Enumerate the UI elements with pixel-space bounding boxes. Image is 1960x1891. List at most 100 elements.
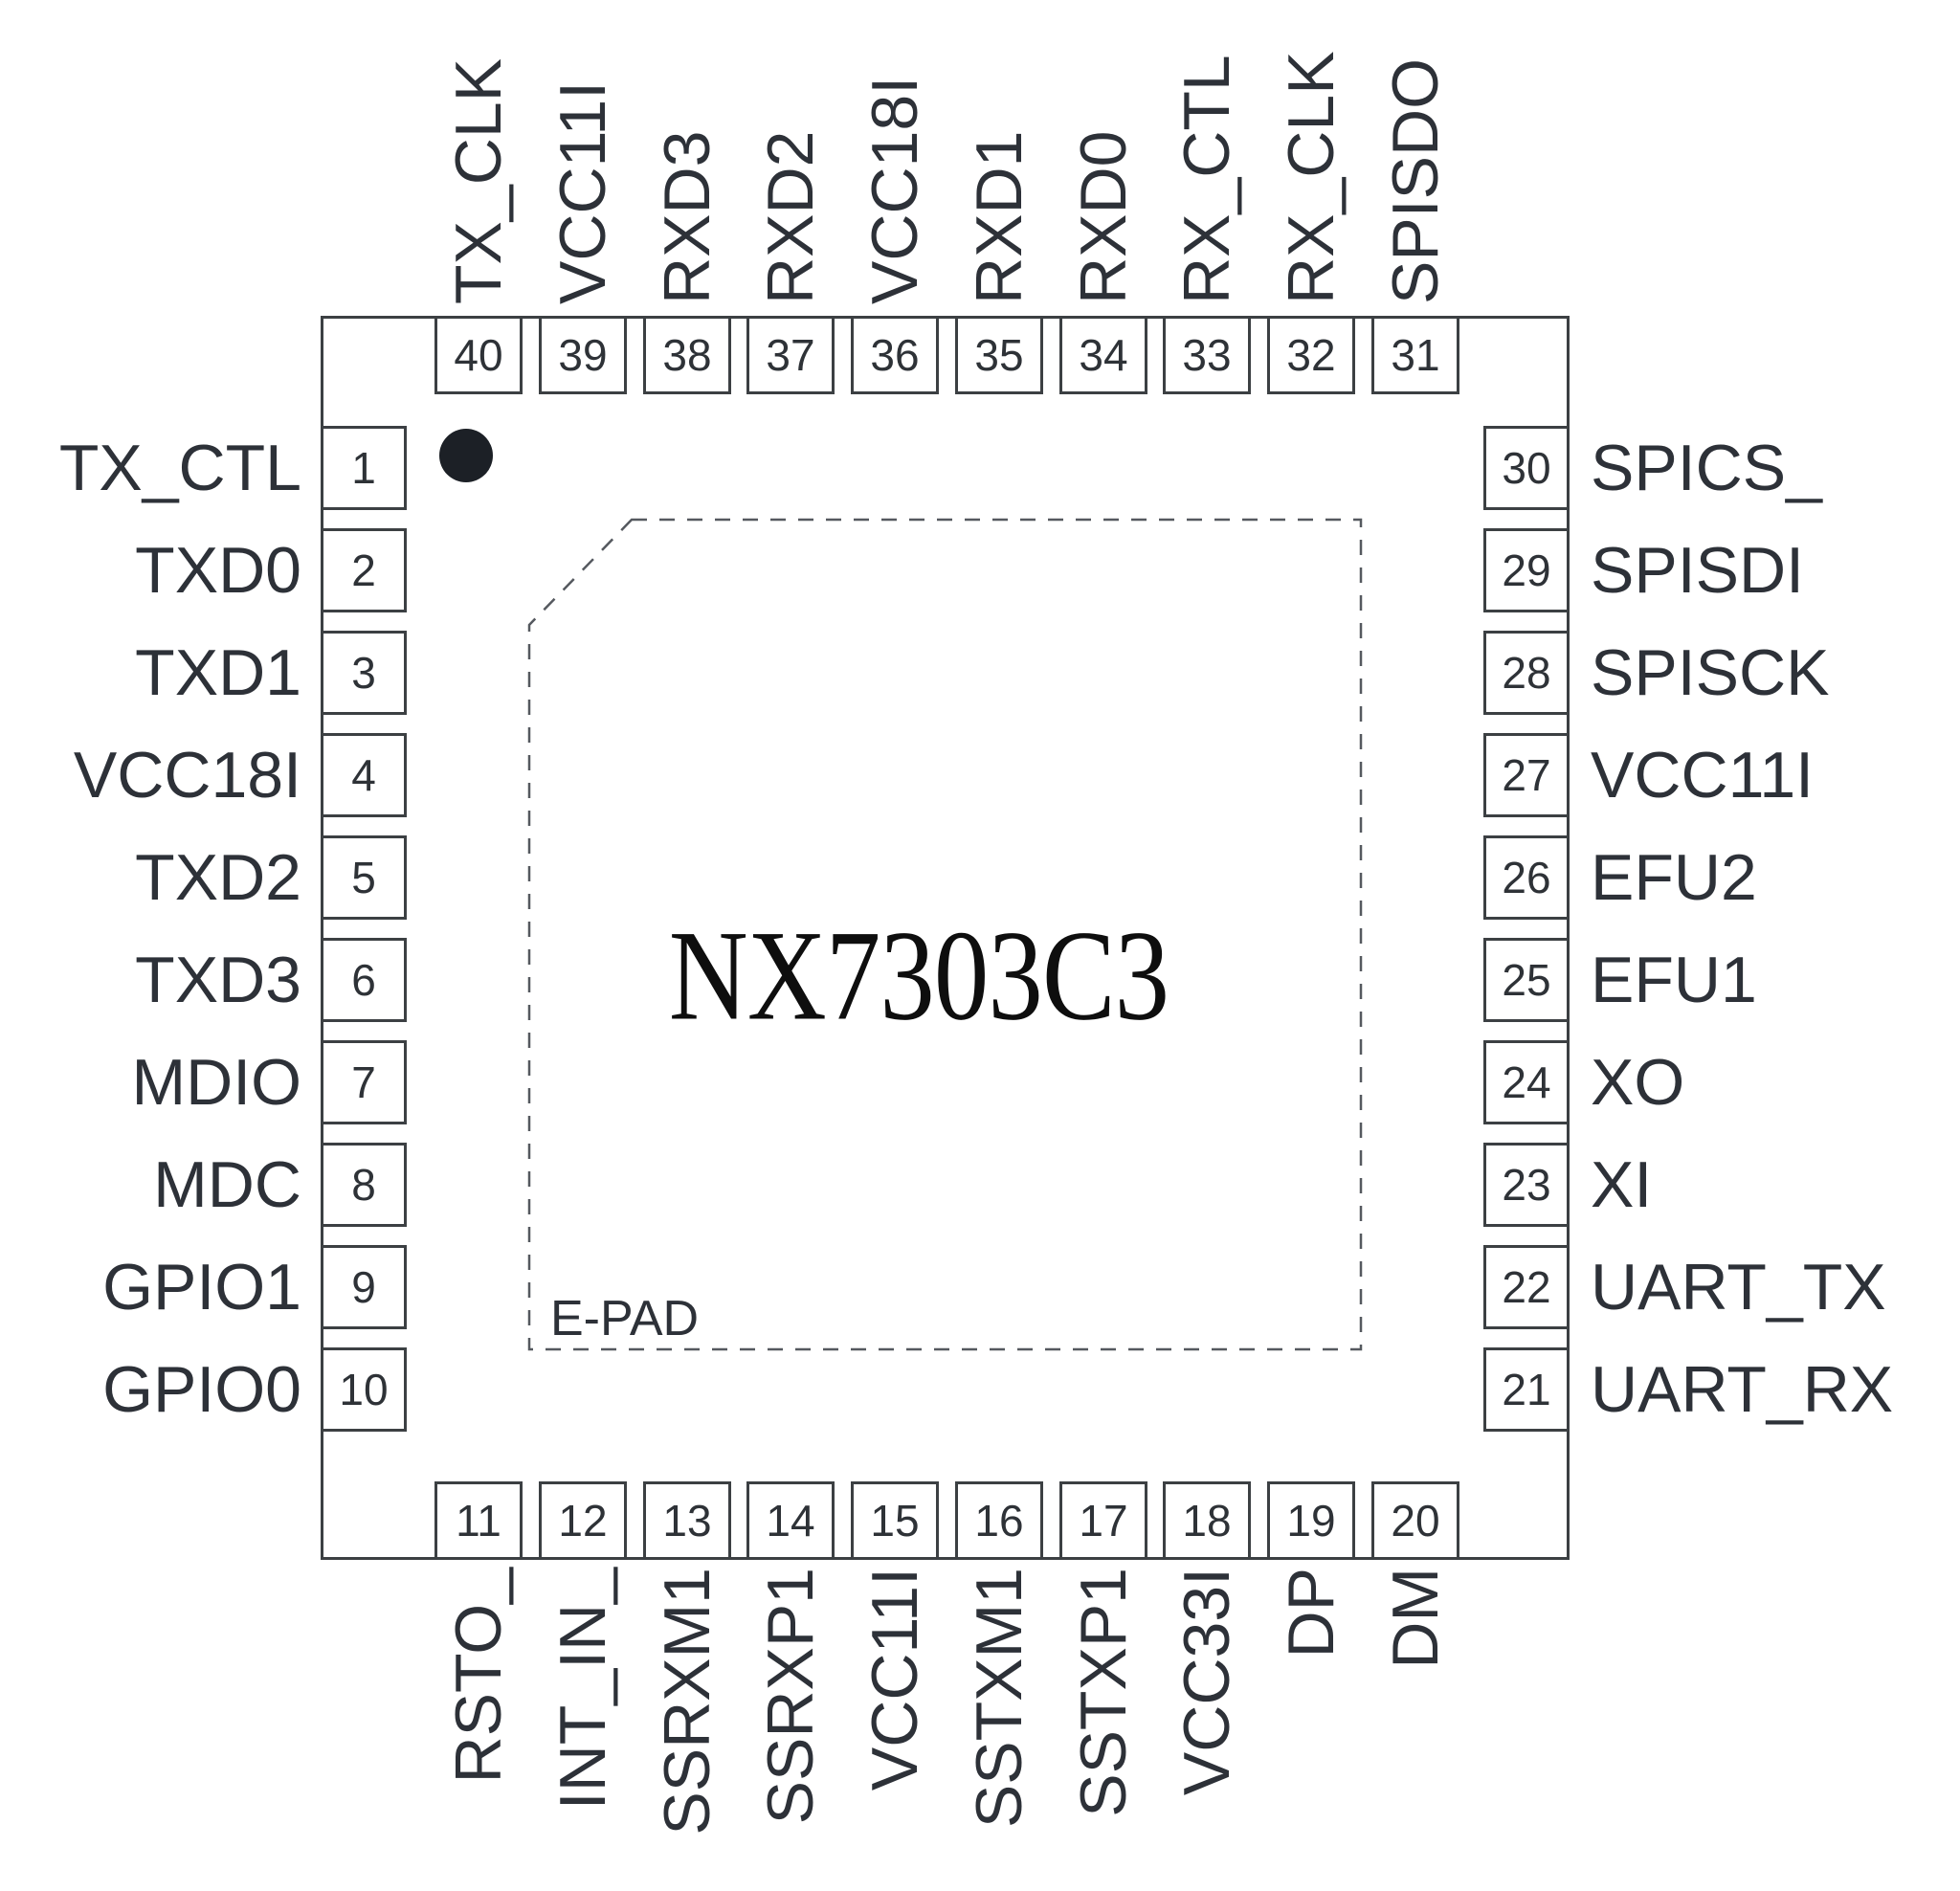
pin-box-7: 7 xyxy=(321,1040,407,1124)
pin-number: 40 xyxy=(454,330,503,380)
pin-label-4: VCC18I xyxy=(73,739,301,812)
pin-label-35: RXD1 xyxy=(963,130,1036,304)
pin-box-34: 34 xyxy=(1059,316,1147,394)
pin-number: 34 xyxy=(1079,330,1128,380)
pin-number: 5 xyxy=(351,853,376,902)
pin-number: 23 xyxy=(1502,1160,1551,1210)
pin-number: 14 xyxy=(766,1496,815,1546)
pin-box-3: 3 xyxy=(321,631,407,715)
pin-box-16: 16 xyxy=(955,1481,1043,1560)
pin-label-20: DM xyxy=(1379,1568,1452,1669)
pin-box-4: 4 xyxy=(321,733,407,817)
pin-box-2: 2 xyxy=(321,528,407,612)
pin-label-38: RXD3 xyxy=(651,130,724,304)
pin-number: 31 xyxy=(1391,330,1440,380)
pin-number: 15 xyxy=(870,1496,920,1546)
pin-label-7: MDIO xyxy=(131,1046,301,1119)
pin-number: 17 xyxy=(1079,1496,1128,1546)
pin-box-40: 40 xyxy=(434,316,523,394)
pin-box-38: 38 xyxy=(643,316,731,394)
pin-number: 18 xyxy=(1182,1496,1232,1546)
pin-label-23: XI xyxy=(1591,1148,1653,1221)
pin-box-39: 39 xyxy=(539,316,627,394)
pin-label-29: SPISDI xyxy=(1591,534,1804,607)
pin-label-21: UART_RX xyxy=(1591,1353,1894,1426)
pin-box-22: 22 xyxy=(1483,1245,1570,1329)
chip-title: NX7303C3 xyxy=(668,904,1169,1048)
pin-number: 38 xyxy=(662,330,712,380)
pin-number: 21 xyxy=(1502,1365,1551,1414)
pin-number: 27 xyxy=(1502,750,1551,800)
pin-label-40: TX_CLK xyxy=(442,58,515,304)
pin-number: 30 xyxy=(1502,443,1551,493)
pin-box-31: 31 xyxy=(1371,316,1459,394)
pin-label-12: INT_IN_ xyxy=(546,1568,619,1811)
pin-label-34: RXD0 xyxy=(1067,130,1140,304)
pin-label-2: TXD0 xyxy=(135,534,301,607)
pin-label-25: EFU1 xyxy=(1591,944,1757,1016)
pin-box-37: 37 xyxy=(746,316,835,394)
pin-number: 10 xyxy=(339,1365,389,1414)
pin-label-18: VCC33I xyxy=(1170,1568,1243,1796)
pin-number: 7 xyxy=(351,1057,376,1107)
pin1-marker-dot xyxy=(439,429,493,482)
pin-box-18: 18 xyxy=(1163,1481,1251,1560)
pin-box-15: 15 xyxy=(851,1481,939,1560)
pin-label-11: RSTO_ xyxy=(442,1568,515,1784)
pin-label-5: TXD2 xyxy=(135,841,301,914)
pin-box-28: 28 xyxy=(1483,631,1570,715)
pin-label-10: GPIO0 xyxy=(102,1353,301,1426)
pin-number: 3 xyxy=(351,648,376,698)
pin-box-27: 27 xyxy=(1483,733,1570,817)
pin-box-6: 6 xyxy=(321,938,407,1022)
pin-label-27: VCC11I xyxy=(1591,739,1815,812)
pin-box-21: 21 xyxy=(1483,1347,1570,1432)
pin-box-9: 9 xyxy=(321,1245,407,1329)
pin-label-9: GPIO1 xyxy=(102,1251,301,1324)
pin-number: 19 xyxy=(1286,1496,1336,1546)
pin-label-32: RX_CLK xyxy=(1275,51,1348,304)
pin-number: 12 xyxy=(558,1496,608,1546)
pin-label-3: TXD1 xyxy=(135,636,301,709)
pin-label-13: SSRXM1 xyxy=(651,1568,724,1835)
pin-box-1: 1 xyxy=(321,426,407,510)
pin-number: 11 xyxy=(456,1496,501,1546)
pin-box-11: 11 xyxy=(434,1481,523,1560)
pin-label-39: VCC11I xyxy=(546,80,619,304)
pin-box-19: 19 xyxy=(1267,1481,1355,1560)
pin-number: 22 xyxy=(1502,1262,1551,1312)
pin-number: 6 xyxy=(351,955,376,1005)
pin-box-33: 33 xyxy=(1163,316,1251,394)
pin-label-31: SPISDO xyxy=(1379,58,1452,304)
pin-number: 4 xyxy=(351,750,376,800)
pin-box-20: 20 xyxy=(1371,1481,1459,1560)
pin-label-6: TXD3 xyxy=(135,944,301,1016)
pin-box-23: 23 xyxy=(1483,1143,1570,1227)
pin-box-32: 32 xyxy=(1267,316,1355,394)
pin-number: 13 xyxy=(662,1496,712,1546)
pin-number: 1 xyxy=(351,443,376,493)
pin-label-26: EFU2 xyxy=(1591,841,1757,914)
pin-label-15: VCC11I xyxy=(858,1568,931,1791)
pin-box-29: 29 xyxy=(1483,528,1570,612)
pin-box-14: 14 xyxy=(746,1481,835,1560)
pin-number: 20 xyxy=(1391,1496,1440,1546)
pin-label-33: RX_CTL xyxy=(1170,55,1243,304)
pin-box-12: 12 xyxy=(539,1481,627,1560)
pin-number: 25 xyxy=(1502,955,1551,1005)
pin-number: 26 xyxy=(1502,853,1551,902)
pin-number: 32 xyxy=(1286,330,1336,380)
pin-number: 2 xyxy=(351,545,376,595)
epad-label: E-PAD xyxy=(550,1291,700,1346)
pin-label-1: TX_CTL xyxy=(58,432,301,504)
pin-number: 8 xyxy=(351,1160,376,1210)
pin-label-24: XO xyxy=(1591,1046,1685,1119)
pin-label-17: SSTXP1 xyxy=(1067,1568,1140,1817)
pin-label-14: SSRXP1 xyxy=(754,1568,827,1825)
pin-box-8: 8 xyxy=(321,1143,407,1227)
pin-box-13: 13 xyxy=(643,1481,731,1560)
pin-box-24: 24 xyxy=(1483,1040,1570,1124)
pin-label-8: MDC xyxy=(153,1148,301,1221)
